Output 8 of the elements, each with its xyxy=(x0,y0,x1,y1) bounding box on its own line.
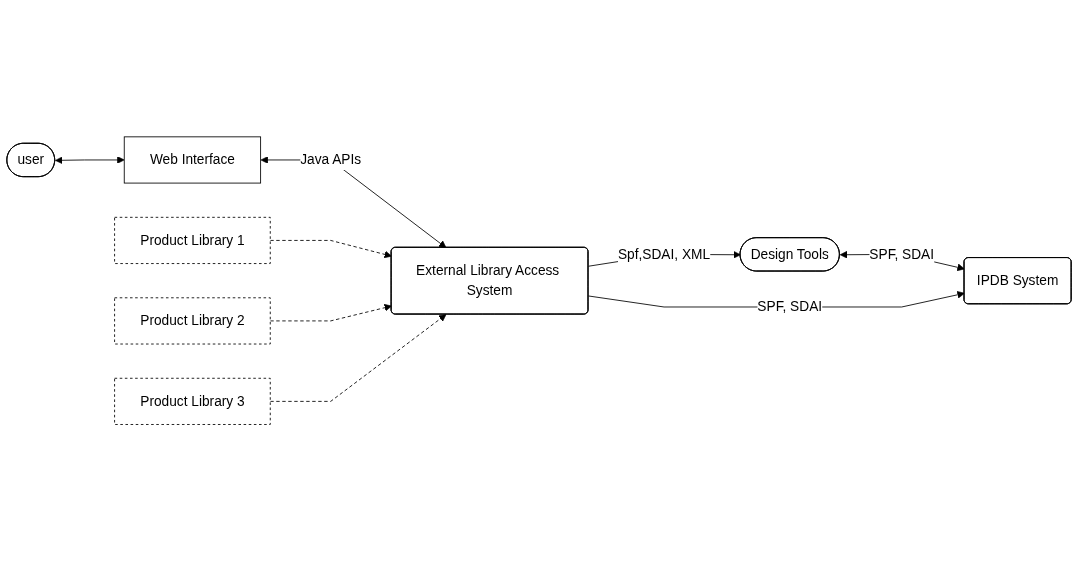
node-box: Product Library 3 xyxy=(114,377,271,425)
node-box: Product Library 2 xyxy=(114,297,271,345)
edge-label: Java APIs xyxy=(300,152,362,167)
edge-label: SPF, SDAI xyxy=(869,246,935,262)
edge-label: SPF, SDAI xyxy=(757,299,823,314)
edge-label: Spf,SDAI, XML xyxy=(617,246,711,262)
node-box: Product Library 1 xyxy=(114,216,271,264)
node-box: Web Interface xyxy=(123,136,262,184)
